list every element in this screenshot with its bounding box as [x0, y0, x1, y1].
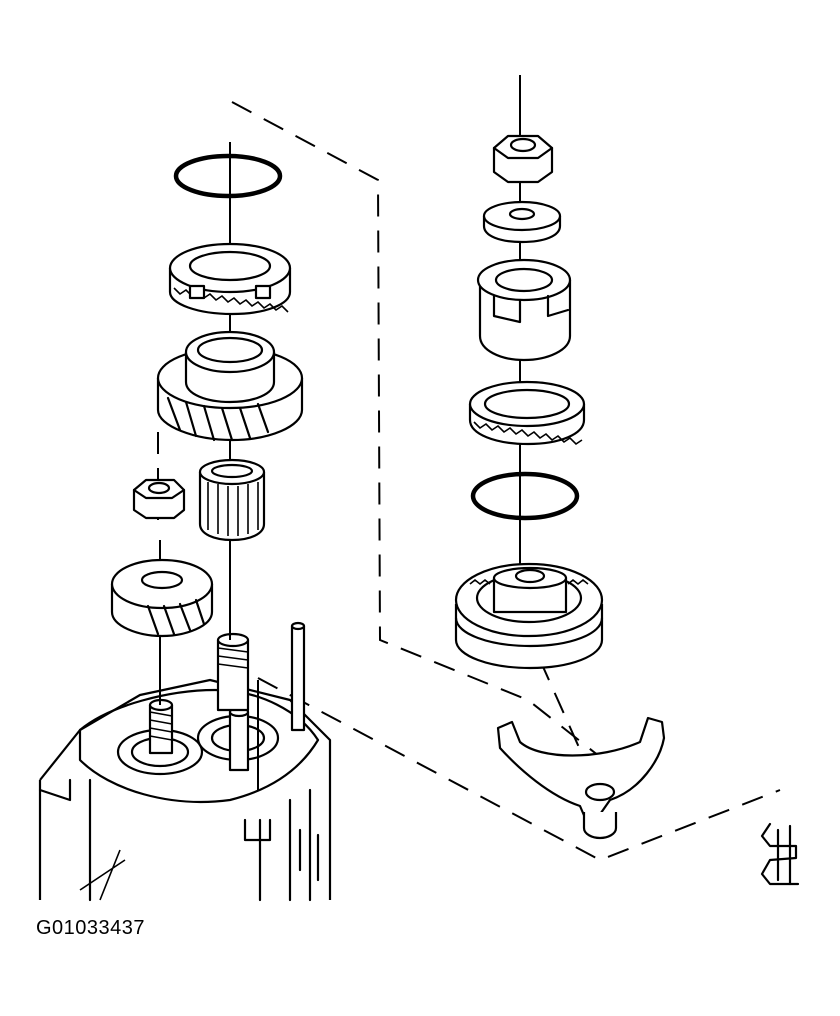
needle-bearing: [198, 458, 266, 542]
transmission-case: [38, 678, 332, 902]
nut-right: [492, 134, 554, 184]
collar-sleeve-right: [476, 258, 572, 362]
synchronizer-hub-sleeve: [454, 562, 604, 670]
synchronizer-ring-left: [168, 242, 292, 316]
washer-right: [482, 200, 562, 244]
helical-gear-left-upper: [156, 330, 304, 442]
snap-ring-right: [470, 471, 580, 521]
retaining-clip: [760, 822, 800, 886]
shift-fork: [496, 716, 666, 840]
helical-gear-left-lower: [110, 558, 214, 638]
figure-id-label: G01033437: [36, 917, 146, 939]
nut-left: [132, 478, 186, 520]
snap-ring-left: [173, 153, 283, 199]
synchronizer-ring-right: [468, 380, 586, 446]
